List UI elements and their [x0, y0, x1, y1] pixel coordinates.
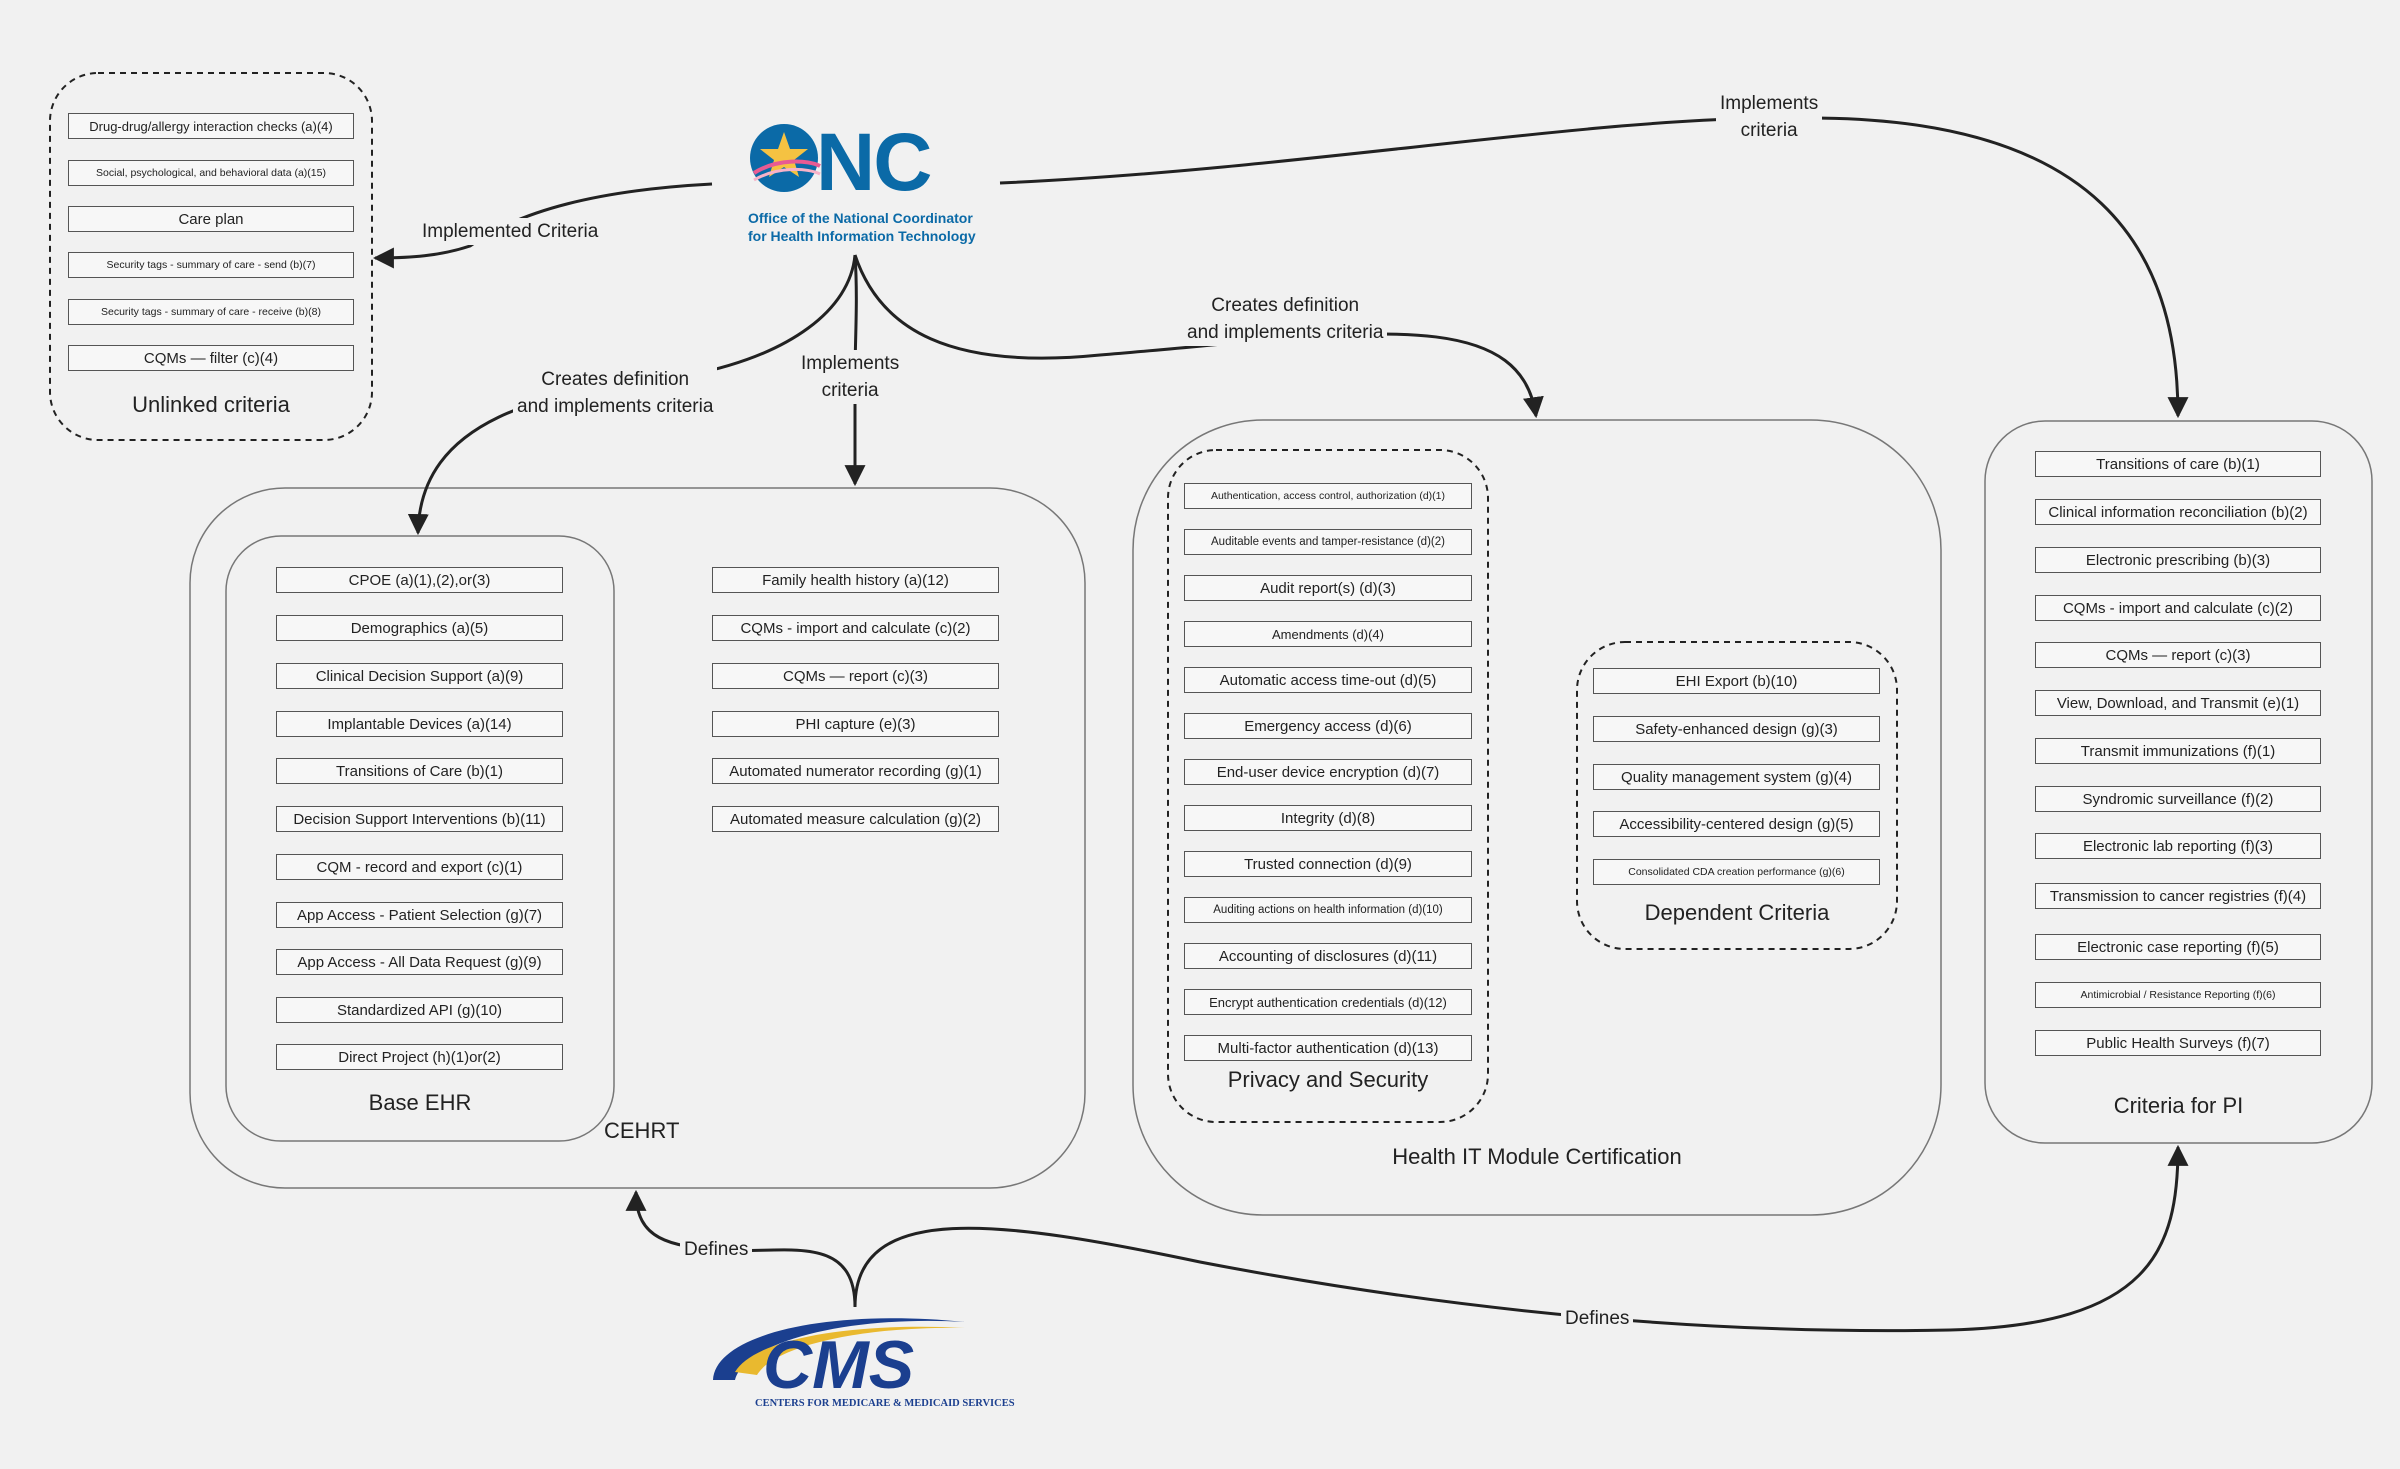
- criterion-box: Automatic access time-out (d)(5): [1184, 667, 1472, 693]
- criterion-box: Transmit immunizations (f)(1): [2035, 738, 2321, 764]
- onc-logo-mark: NC: [750, 118, 932, 203]
- criterion-box: Decision Support Interventions (b)(11): [276, 806, 563, 832]
- criterion-box: View, Download, and Transmit (e)(1): [2035, 690, 2321, 716]
- criterion-box: Safety-enhanced design (g)(3): [1593, 716, 1880, 742]
- criterion-box: Antimicrobial / Resistance Reporting (f)…: [2035, 982, 2321, 1008]
- criterion-box: Family health history (a)(12): [712, 567, 999, 593]
- edge-label-implements-criteria-pi: Implements criteria: [1716, 90, 1823, 144]
- criterion-box: Security tags - summary of care - send (…: [68, 252, 354, 278]
- unlinked-criteria-container: [49, 72, 373, 441]
- edge-onc-to-hit: [853, 254, 1544, 419]
- cehrt-container: [189, 487, 1086, 1189]
- criterion-box: Accounting of disclosures (d)(11): [1184, 943, 1472, 969]
- cms-logo: CMS CENTERS FOR MEDICARE & MEDICAID SERV…: [705, 1300, 1025, 1420]
- onc-logo: NC Office of the National Coordinator fo…: [740, 118, 980, 250]
- edge-label-defines-cehrt: Defines: [680, 1236, 753, 1263]
- criterion-box: EHI Export (b)(10): [1593, 668, 1880, 694]
- edge-label-implements-criteria-cehrt: Implements criteria: [797, 350, 904, 404]
- unlinked-criteria-title: Unlinked criteria: [132, 392, 290, 417]
- onc-logo-line2: for Health Information Technology: [748, 228, 976, 244]
- edge-label-implemented-criteria: Implemented Criteria: [418, 218, 603, 245]
- criterion-box: Integrity (d)(8): [1184, 805, 1472, 831]
- edge-label-creates-definition-hit: Creates definition and implements criter…: [1183, 292, 1388, 346]
- criterion-box: Clinical Decision Support (a)(9): [276, 663, 563, 689]
- criterion-box: Authentication, access control, authoriz…: [1184, 483, 1472, 509]
- criterion-box: Consolidated CDA creation performance (g…: [1593, 859, 1880, 885]
- criterion-box: CQM - record and export (c)(1): [276, 854, 563, 880]
- cms-logo-letters: CMS: [763, 1327, 914, 1400]
- criterion-box: CQMs — report (c)(3): [2035, 642, 2321, 668]
- criterion-box: Accessibility-centered design (g)(5): [1593, 811, 1880, 837]
- criterion-box: Demographics (a)(5): [276, 615, 563, 641]
- criterion-box: Syndromic surveillance (f)(2): [2035, 786, 2321, 812]
- criterion-box: Trusted connection (d)(9): [1184, 851, 1472, 877]
- privacy-security-container: [1167, 449, 1489, 1123]
- criterion-box: App Access - Patient Selection (g)(7): [276, 902, 563, 928]
- criterion-box: Auditable events and tamper-resistance (…: [1184, 529, 1472, 555]
- criterion-box: CPOE (a)(1),(2),or(3): [276, 567, 563, 593]
- criterion-box: Direct Project (h)(1)or(2): [276, 1044, 563, 1070]
- criterion-box: Public Health Surveys (f)(7): [2035, 1030, 2321, 1056]
- criterion-box: Transitions of Care (b)(1): [276, 758, 563, 784]
- criterion-box: Emergency access (d)(6): [1184, 713, 1472, 739]
- dependent-criteria-title: Dependent Criteria: [1644, 900, 1830, 925]
- criterion-box: CQMs — filter (c)(4): [68, 345, 354, 371]
- criterion-box: Standardized API (g)(10): [276, 997, 563, 1023]
- cms-logo-mark: CMS: [713, 1318, 965, 1400]
- criterion-box: Amendments (d)(4): [1184, 621, 1472, 647]
- criterion-box: Electronic case reporting (f)(5): [2035, 934, 2321, 960]
- criterion-box: Electronic prescribing (b)(3): [2035, 547, 2321, 573]
- criterion-box: Security tags - summary of care - receiv…: [68, 299, 354, 325]
- criterion-box: PHI capture (e)(3): [712, 711, 999, 737]
- onc-logo-letters: NC: [816, 118, 930, 203]
- criterion-box: Automated measure calculation (g)(2): [712, 806, 999, 832]
- dependent-criteria-container: [1576, 641, 1898, 950]
- criteria-for-pi-title: Criteria for PI: [2113, 1093, 2244, 1118]
- privacy-security-title: Privacy and Security: [1227, 1067, 1429, 1092]
- criterion-box: Social, psychological, and behavioral da…: [68, 160, 354, 186]
- criterion-box: Encrypt authentication credentials (d)(1…: [1184, 989, 1472, 1015]
- criterion-box: Implantable Devices (a)(14): [276, 711, 563, 737]
- edge-label-creates-definition-base: Creates definition and implements criter…: [513, 366, 718, 420]
- criterion-box: CQMs - import and calculate (c)(2): [2035, 595, 2321, 621]
- health-it-module-container: [1132, 419, 1942, 1216]
- cms-logo-subtitle: CENTERS FOR MEDICARE & MEDICAID SERVICES: [755, 1398, 1015, 1409]
- criterion-box: End-user device encryption (d)(7): [1184, 759, 1472, 785]
- criterion-box: Quality management system (g)(4): [1593, 764, 1880, 790]
- edge-onc-to-pi: [999, 116, 2189, 419]
- criterion-box: CQMs - import and calculate (c)(2): [712, 615, 999, 641]
- criterion-box: Drug-drug/allergy interaction checks (a)…: [68, 113, 354, 139]
- onc-logo-line1: Office of the National Coordinator: [748, 210, 973, 226]
- criterion-box: Clinical information reconciliation (b)(…: [2035, 499, 2321, 525]
- cehrt-title: CEHRT: [604, 1118, 680, 1143]
- criterion-box: Multi-factor authentication (d)(13): [1184, 1035, 1472, 1061]
- criterion-box: Automated numerator recording (g)(1): [712, 758, 999, 784]
- edge-label-defines-pi: Defines: [1561, 1305, 1634, 1332]
- criteria-for-pi-container: [1984, 420, 2373, 1144]
- criterion-box: Transitions of care (b)(1): [2035, 451, 2321, 477]
- criterion-box: Auditing actions on health information (…: [1184, 897, 1472, 923]
- criterion-box: Transmission to cancer registries (f)(4): [2035, 883, 2321, 909]
- criterion-box: Electronic lab reporting (f)(3): [2035, 833, 2321, 859]
- criterion-box: App Access - All Data Request (g)(9): [276, 949, 563, 975]
- base-ehr-container: [225, 535, 615, 1142]
- edge-cms-to-pi: [853, 1144, 2189, 1333]
- base-ehr-title: Base EHR: [368, 1090, 472, 1115]
- criterion-box: Audit report(s) (d)(3): [1184, 575, 1472, 601]
- health-it-module-title: Health IT Module Certification: [1392, 1144, 1682, 1169]
- criterion-box: Care plan: [68, 206, 354, 232]
- criterion-box: CQMs — report (c)(3): [712, 663, 999, 689]
